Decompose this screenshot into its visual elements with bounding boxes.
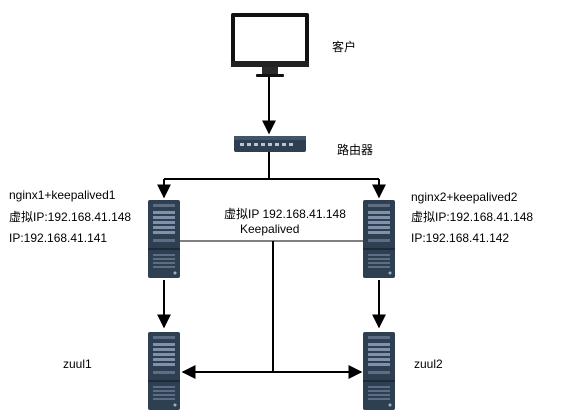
nginx2-server-icon <box>363 200 395 278</box>
router-label: 路由器 <box>337 143 374 157</box>
zuul1-server-icon <box>148 332 180 410</box>
router-icon <box>234 136 306 152</box>
keepalived-label: Keepalived <box>240 222 300 236</box>
zuul2-server-icon <box>363 332 395 410</box>
nginx1-server-icon <box>148 200 180 278</box>
monitor-icon <box>231 13 309 77</box>
nginx1-vip-label: 虚拟IP:192.168.41.148 <box>9 210 132 224</box>
nginx1-name-label: nginx1+keepalived1 <box>9 188 116 202</box>
nginx2-name-label: nginx2+keepalived2 <box>411 190 518 204</box>
nginx1-ip-label: IP:192.168.41.141 <box>9 231 108 245</box>
client-label: 客户 <box>332 40 357 54</box>
keepalived-vip-label: 虚拟IP 192.168.41.148 <box>224 207 346 221</box>
nginx2-vip-label: 虚拟IP:192.168.41.148 <box>411 210 534 224</box>
zuul2-label: zuul2 <box>414 357 443 371</box>
zuul1-label: zuul1 <box>63 357 92 371</box>
nginx2-ip-label: IP:192.168.41.142 <box>411 231 510 245</box>
